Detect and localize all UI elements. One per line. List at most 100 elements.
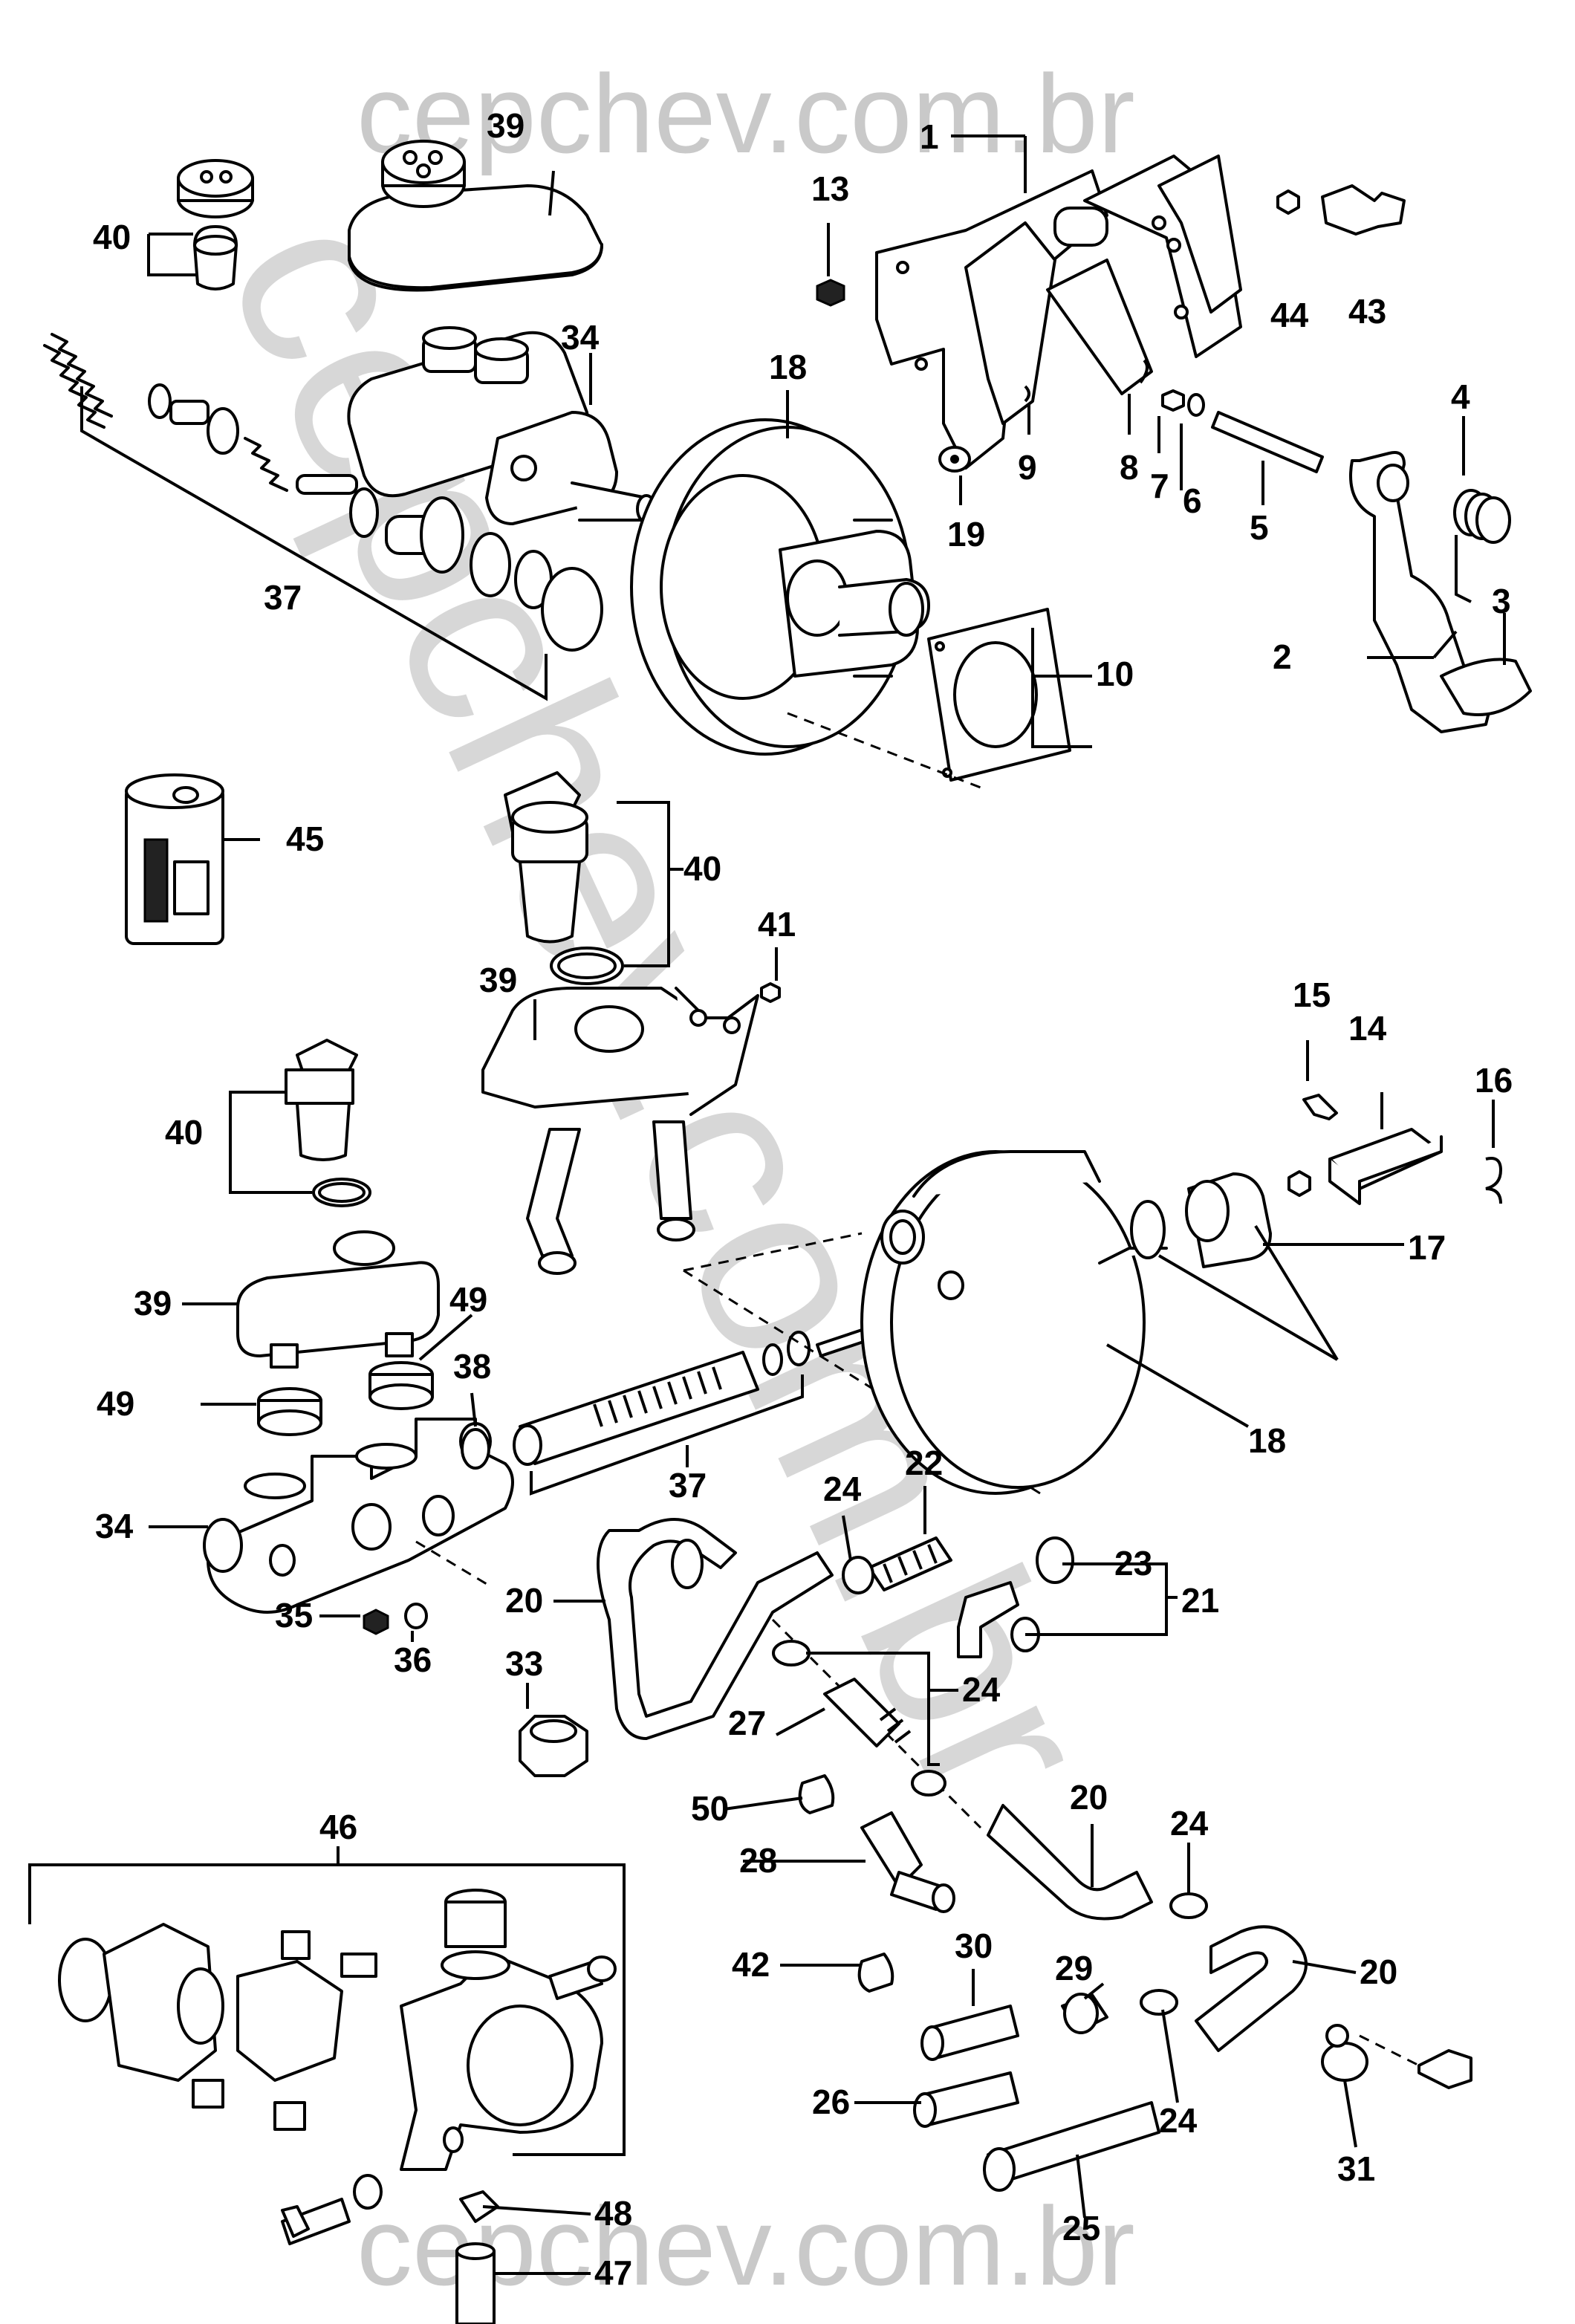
callout-37b: 37 [669,1466,707,1505]
callout-8: 8 [1120,448,1139,487]
vacuum-pump-46 [58,1889,617,2171]
callout-30: 30 [955,1927,993,1965]
pump-bolt-lower [281,2174,383,2245]
pushrod-clevis [1328,1128,1443,1205]
callout-13: 13 [811,169,849,208]
washer-38 [461,1428,490,1470]
callout-47: 47 [594,2253,632,2292]
watermark-top: cepchev.com.br [357,51,1135,176]
brake-booster-top [630,418,930,756]
callout-18b: 18 [1248,1421,1286,1460]
callout-15: 15 [1293,976,1331,1014]
master-cylinder-lower [203,1418,514,1614]
callout-43: 43 [1348,292,1386,331]
callout-22: 22 [905,1444,943,1482]
callout-2: 2 [1273,637,1292,676]
callout-40a: 40 [93,218,131,256]
callout-24d: 24 [1159,2101,1198,2140]
callout-36: 36 [394,1640,432,1679]
callout-33: 33 [505,1644,543,1683]
callout-14: 14 [1348,1009,1387,1048]
callout-1: 1 [920,117,939,156]
callout-20a: 20 [505,1581,543,1620]
callout-44: 44 [1270,296,1309,334]
check-valve-22 [868,1536,952,1591]
callout-27: 27 [728,1704,766,1742]
hose-clip-31 [1321,2024,1472,2089]
callout-24b: 24 [962,1670,1001,1709]
reservoir-seals [257,1361,434,1436]
callout-labels: 1 2 3 4 5 6 7 8 9 10 13 19 18 39 40 34 3… [93,106,1513,2292]
check-valve-27 [823,1678,946,1796]
callout-17: 17 [1408,1228,1446,1267]
callout-39a: 39 [487,106,525,145]
callout-3: 3 [1492,582,1511,620]
callout-20b: 20 [1070,1778,1108,1817]
callout-45: 45 [286,819,324,858]
callout-23: 23 [1114,1544,1152,1583]
callout-25: 25 [1062,2209,1100,2247]
callout-18a: 18 [769,348,807,386]
callout-5: 5 [1250,508,1269,547]
callout-35: 35 [275,1596,313,1635]
leader-lines [147,134,1506,2275]
piston-kit-top [43,333,603,701]
booster-gasket [927,608,1071,782]
booster-spacer-17 [1130,1170,1311,1268]
check-valve-28 [860,1811,955,1913]
callout-48: 48 [594,2194,632,2233]
small-hardware-top [816,184,1406,473]
reservoir-mid [481,987,759,1275]
reservoir-cap-mid [504,771,624,985]
callout-49b: 49 [97,1384,134,1423]
callout-28: 28 [739,1841,777,1880]
reservoir-cap-lower [285,1039,371,1207]
callout-21: 21 [1181,1581,1219,1620]
brake-fluid-can [125,773,224,945]
clip-16 [1485,1157,1503,1204]
callout-34a: 34 [561,318,600,357]
callout-40c: 40 [165,1113,203,1152]
callout-41: 41 [758,905,796,944]
vacuum-hose-upper [597,1518,834,1740]
callout-6: 6 [1183,481,1202,520]
callout-29: 29 [1055,1949,1093,1987]
callout-19: 19 [947,515,985,554]
callout-10: 10 [1096,655,1134,693]
callout-26: 26 [812,2083,850,2121]
callout-24a: 24 [823,1470,862,1508]
vacuum-hose-lower [987,1804,1308,2052]
callout-39c: 39 [134,1284,172,1322]
callout-16: 16 [1475,1061,1513,1100]
reservoir-cap-assembly-top [177,159,254,290]
callout-39b: 39 [479,961,517,999]
callout-31: 31 [1337,2149,1375,2188]
callout-50: 50 [691,1789,729,1828]
hose-clamp-mid [772,1640,811,1666]
callout-38: 38 [453,1347,491,1386]
callout-7: 7 [1150,467,1169,505]
brake-booster-lower [860,1150,1168,1495]
callout-4: 4 [1451,377,1470,416]
reservoir-top [348,140,603,292]
cap-50 [798,1774,835,1814]
brake-pedal [1349,451,1532,733]
callout-37a: 37 [264,578,302,617]
callout-46: 46 [319,1808,357,1846]
callout-9: 9 [1018,448,1037,487]
callout-42: 42 [732,1945,770,1984]
return-spring [1453,489,1511,603]
fittings-lower [913,1892,1208,2192]
reservoir-lower [236,1230,440,1369]
callout-49a: 49 [449,1280,487,1319]
cap-42 [857,1953,894,1993]
bolt-15 [1302,1094,1338,1120]
callout-34b: 34 [95,1507,134,1545]
fitting-33 [519,1715,588,1777]
pedal-bracket [875,155,1242,470]
callout-20c: 20 [1360,1953,1397,1991]
hose-clamp-upper [842,1556,874,1594]
pump-box-46 [28,1863,626,2156]
callout-40b: 40 [683,849,721,888]
